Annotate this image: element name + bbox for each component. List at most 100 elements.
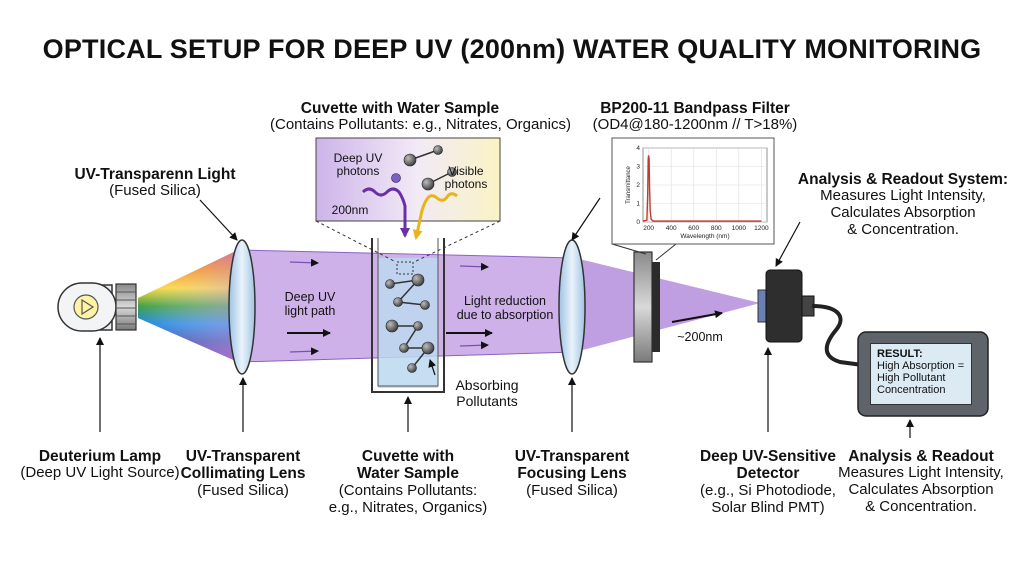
cuvette-top-desc: (Contains Pollutants: e.g., Nitrates, Or… <box>270 116 571 134</box>
molecule-atom <box>447 167 457 177</box>
transmission-curve <box>642 155 762 222</box>
wavelength-label: ~200nm <box>677 330 723 344</box>
molecule-atom <box>385 319 399 333</box>
collimating-lens <box>228 239 256 375</box>
molecule-icon <box>385 145 457 373</box>
molecule-atom <box>420 300 430 310</box>
inset-visible: Visible <box>448 164 484 178</box>
filter-desc: (OD4@180-1200nm // T>18%) <box>592 116 798 134</box>
page-title: OPTICAL SETUP FOR DEEP UV (200nm) WATER … <box>42 34 982 64</box>
detector-label: Deep UV-Sensitive Detector (e.g., Si Pho… <box>688 448 848 516</box>
readout-line1: High Absorption = <box>877 360 965 373</box>
filter-transmission-chart: 200 400 600 800 1000 1200 0 1 2 3 4 Wavelength (nm… <box>611 137 775 245</box>
light-name: UV-Transparenn Light <box>74 166 236 183</box>
analysis-bottom-line1: Measures Light Intensity, <box>838 464 1004 482</box>
absorbing-line1: Absorbing <box>455 377 519 393</box>
inset-visible-label: Visible photons <box>434 164 498 192</box>
detector-name2: Detector <box>736 465 800 483</box>
chart-x-tick-label: 1000 <box>732 225 747 232</box>
chart-y-tick-label: 0 <box>636 219 640 226</box>
chart-x-tick-label: 800 <box>711 225 722 232</box>
deep-uv-line2: light path <box>284 304 336 318</box>
chart-x-tick-label: 1200 <box>754 225 769 232</box>
readout-line2: High Pollutant <box>877 372 946 385</box>
reduction-label: Light reduction due to absorption <box>440 294 570 322</box>
analysis-bottom-line2: Calculates Absorption <box>848 481 994 499</box>
reduction-line2: due to absorption <box>456 308 554 322</box>
analysis-bottom-name: Analysis & Readout <box>848 448 994 465</box>
chart-y-tick-label: 4 <box>636 145 640 152</box>
collimating-desc: (Fused Silica) <box>197 481 289 499</box>
analysis-top-line1: Measures Light Intensity, <box>820 187 986 205</box>
molecule-atom <box>421 177 435 191</box>
filter-label: BP200-11 Bandpass Filter (OD4@180-1200nm… <box>570 100 820 134</box>
collimating-name1: UV-Transparent <box>185 448 301 465</box>
analysis-bottom-line3: & Concentration. <box>865 497 977 515</box>
molecule-atom <box>385 279 395 289</box>
lamp-desc: (Deep UV Light Source) <box>20 464 180 482</box>
collimating-label: UV-Transparent Collimating Lens (Fused S… <box>168 448 318 500</box>
inset-deep-uv-label: Deep UV photons <box>322 151 394 179</box>
readout-line3: Concentration <box>877 384 946 397</box>
chart-y-tick-label: 3 <box>636 164 640 171</box>
analysis-top-name: Analysis & Readout System: <box>797 171 1009 188</box>
molecule-atom <box>399 343 409 353</box>
chart-ticks: 200 400 600 800 1000 1200 0 1 2 3 4 <box>636 145 769 232</box>
chart-y-tick-label: 2 <box>636 182 640 189</box>
spectrum-cone <box>138 250 238 362</box>
detector <box>757 269 815 343</box>
analysis-bottom-label: Analysis & Readout Measures Light Intens… <box>826 448 1016 516</box>
detector-desc1: (e.g., Si Photodiode, <box>700 481 836 499</box>
lamp-name: Deuterium Lamp <box>38 448 162 465</box>
filter-name: BP200-11 Bandpass Filter <box>600 100 790 117</box>
bandpass-filter <box>611 243 677 363</box>
deep-uv-line1: Deep UV <box>284 290 336 304</box>
chart-xlabel: Wavelength (nm) <box>680 233 729 240</box>
cuvette-bottom-name1: Cuvette with <box>361 448 455 465</box>
chart-y-tick-label: 1 <box>636 201 640 208</box>
inset-nm: 200nm <box>331 203 369 217</box>
inset-visible-photons: photons <box>444 177 488 192</box>
focusing-desc: (Fused Silica) <box>526 481 618 499</box>
focusing-label: UV-Transparent Focusing Lens (Fused Sili… <box>497 448 647 500</box>
detector-name1: Deep UV-Sensitive <box>699 448 837 465</box>
chart-x-tick-label: 400 <box>666 225 677 232</box>
absorbing-line2: Pollutants <box>456 392 518 409</box>
cuvette-top-label: Cuvette with Water Sample (Contains Poll… <box>270 100 571 134</box>
readout-heading: RESULT: <box>877 348 923 360</box>
chart-x-tick-label: 600 <box>688 225 699 232</box>
molecule-atom <box>391 173 401 183</box>
deep-uv-path-label: Deep UV light path <box>262 290 358 318</box>
focusing-name2: Focusing Lens <box>517 465 627 483</box>
detector-desc2: Solar Blind PMT) <box>711 498 825 516</box>
cuvette-bottom-label: Cuvette with Water Sample (Contains Poll… <box>318 448 498 516</box>
photon-inset <box>315 137 501 240</box>
focusing-name1: UV-Transparent <box>514 448 630 465</box>
molecule-atom <box>421 341 435 355</box>
molecule-atom <box>433 145 443 155</box>
absorbing-label: Absorbing Pollutants <box>432 377 542 409</box>
light-beam <box>239 249 760 363</box>
cuvette-bottom-name2: Water Sample <box>357 465 459 483</box>
analysis-top-line2: Calculates Absorption <box>830 204 976 222</box>
cuvette-bottom-desc1: (Contains Pollutants: <box>338 481 478 499</box>
light-desc: (Fused Silica) <box>109 182 201 200</box>
lamp-label: Deuterium Lamp (Deep UV Light Source) <box>10 448 190 482</box>
molecule-atom <box>413 321 423 331</box>
reduction-line1: Light reduction <box>463 294 546 308</box>
analysis-top-line3: & Concentration. <box>847 220 959 238</box>
cable-icon <box>811 304 871 368</box>
inset-deep-uv: Deep UV <box>333 151 383 165</box>
cuvette-top-name: Cuvette with Water Sample <box>300 100 500 117</box>
lamp-icon <box>57 282 137 332</box>
molecule-atom <box>393 297 403 307</box>
molecule-atom <box>407 363 417 373</box>
chart-x-tick-label: 200 <box>643 225 654 232</box>
cuvette-bottom-desc2: e.g., Nitrates, Organics) <box>328 498 488 516</box>
molecule-atom <box>411 273 425 287</box>
chart-grid <box>643 147 767 223</box>
molecule-atom <box>403 153 417 167</box>
readout-screen: RESULT: High Absorption = High Pollutant… <box>870 343 972 405</box>
inset-photons: photons <box>336 164 380 179</box>
